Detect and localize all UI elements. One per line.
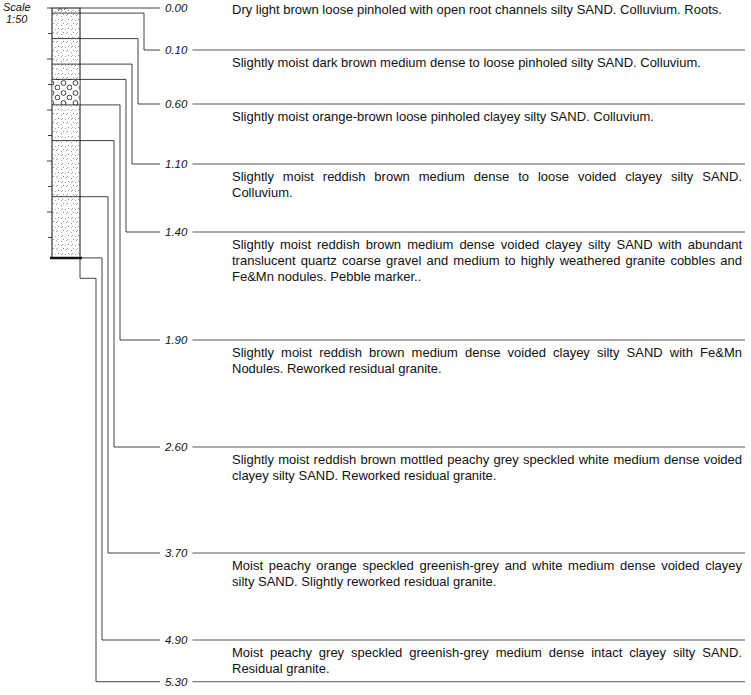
depth-label: 0.60 [163, 98, 189, 110]
leader-line [80, 8, 160, 9]
leader-line [192, 447, 745, 448]
depth-label: 0.00 [163, 2, 189, 14]
depth-label: 5.30 [163, 676, 189, 688]
leader-line [80, 141, 160, 447]
leader-line [192, 104, 745, 105]
leader-line [192, 164, 745, 165]
leader-line [80, 278, 160, 681]
layer-description: Slightly moist dark brown medium dense t… [232, 55, 742, 71]
leader-line [192, 50, 745, 51]
scale-label: Scale [3, 1, 31, 13]
depth-label: 0.10 [163, 44, 189, 56]
depth-label: 2.60 [163, 441, 189, 453]
layer-description: Moist peachy grey speckled greenish-grey… [232, 645, 742, 677]
scale-value: 1:50 [6, 13, 27, 25]
depth-label: 1.10 [163, 158, 189, 170]
soil-column [50, 8, 82, 278]
leader-line [192, 553, 745, 554]
leader-line [192, 640, 745, 641]
leader-line [192, 681, 745, 682]
depth-label: 3.70 [163, 547, 189, 559]
layer-description: Slightly moist orange-brown loose pinhol… [232, 109, 742, 125]
layer-description: Slightly moist reddish brown medium dens… [232, 345, 742, 377]
layer-description: Dry light brown loose pinholed with open… [232, 2, 742, 18]
depth-label: 1.40 [163, 226, 189, 238]
layer-description: Slightly moist reddish brown medium dens… [232, 169, 742, 201]
layer-description: Slightly moist reddish brown medium dens… [232, 237, 742, 285]
leader-line [80, 197, 160, 553]
layer-description: Moist peachy orange speckled greenish-gr… [232, 558, 742, 590]
leader-line [192, 232, 745, 233]
layer-description: Slightly moist reddish brown mottled pea… [232, 452, 742, 484]
depth-label: 1.90 [163, 334, 189, 346]
leader-line [192, 340, 745, 341]
leader-line [80, 258, 160, 640]
leader-line [80, 105, 160, 340]
depth-label: 4.90 [163, 634, 189, 646]
leader-line [80, 13, 160, 50]
scale-ticks [47, 8, 52, 238]
leader-line [80, 39, 160, 104]
